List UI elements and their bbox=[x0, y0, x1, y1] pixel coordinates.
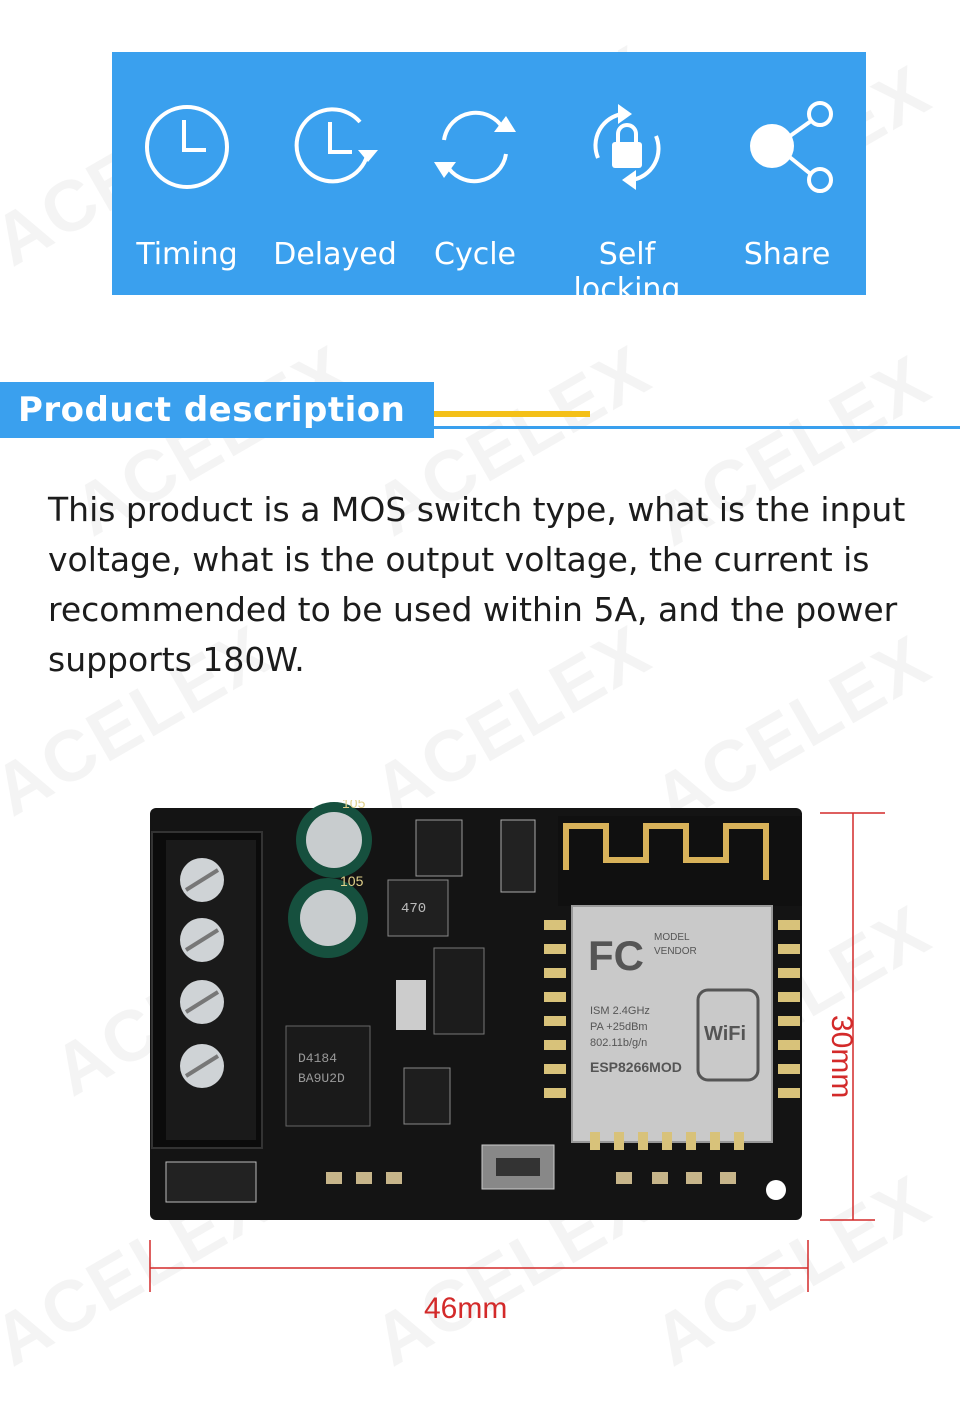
push-button bbox=[481, 1144, 555, 1190]
feature-share: Share bbox=[712, 52, 862, 295]
chip-label: BA9U2D bbox=[298, 1071, 345, 1086]
height-dimension-label: 30mm bbox=[825, 1015, 858, 1099]
module-label: PA +25dBm bbox=[590, 1021, 648, 1033]
feature-banner: Timing Delayed Cycle Self locking bbox=[112, 52, 866, 307]
module-label: MODEL bbox=[654, 932, 690, 943]
mosfet bbox=[433, 947, 485, 1035]
fuse bbox=[396, 980, 426, 1030]
feature-label: Delayed bbox=[273, 237, 397, 272]
feature-label: Self locking bbox=[573, 237, 681, 307]
section-header: Product description bbox=[0, 382, 434, 438]
wifi-module: FC MODEL VENDOR ISM 2.4GHz PA +25dBm 802… bbox=[544, 816, 802, 1150]
chip-label: D4184 bbox=[298, 1051, 337, 1066]
regulator-chip bbox=[285, 1025, 371, 1127]
section-accent-line bbox=[434, 411, 590, 417]
feature-delayed: Delayed bbox=[260, 52, 410, 295]
feature-label: Timing bbox=[136, 237, 238, 272]
section-divider bbox=[434, 426, 960, 429]
feature-label: Cycle bbox=[434, 237, 516, 272]
ic-chip bbox=[403, 1067, 451, 1125]
fcc-logo: FC bbox=[588, 932, 644, 979]
feature-self-locking: Self locking bbox=[552, 52, 702, 307]
lock-cycle-icon bbox=[593, 104, 661, 190]
diode bbox=[500, 819, 536, 893]
feature-timing: Timing bbox=[112, 52, 262, 295]
wifi-logo: WiFi bbox=[704, 1023, 746, 1045]
module-label: 802.11b/g/n bbox=[590, 1037, 647, 1049]
capacitor: 105 bbox=[288, 873, 368, 958]
module-label: VENDOR bbox=[654, 946, 697, 957]
feature-cycle: Cycle bbox=[400, 52, 550, 295]
clock-icon bbox=[145, 105, 229, 189]
width-dimension-label: 46mm bbox=[424, 1292, 508, 1325]
inductor-label: 470 bbox=[401, 901, 426, 917]
module-model: ESP8266MOD bbox=[590, 1059, 682, 1075]
feature-label: Share bbox=[743, 237, 831, 272]
module-label: ISM 2.4GHz bbox=[590, 1005, 650, 1017]
ic-chip bbox=[415, 819, 463, 877]
section-title: Product description bbox=[18, 390, 406, 430]
inductor bbox=[387, 879, 449, 937]
terminal-block bbox=[151, 831, 263, 1149]
capacitor-label: 105 bbox=[342, 800, 366, 811]
share-icon bbox=[750, 101, 833, 193]
capacitor: 105 bbox=[296, 800, 372, 878]
capacitor-label: 105 bbox=[340, 873, 364, 889]
delayed-clock-icon bbox=[294, 107, 378, 184]
cycle-icon bbox=[434, 110, 516, 184]
product-description: This product is a MOS switch type, what … bbox=[48, 490, 906, 679]
pcb-board-image: 105 105 470 D4184 BA9U2D FC MODEL VENDOR… bbox=[150, 800, 802, 1220]
